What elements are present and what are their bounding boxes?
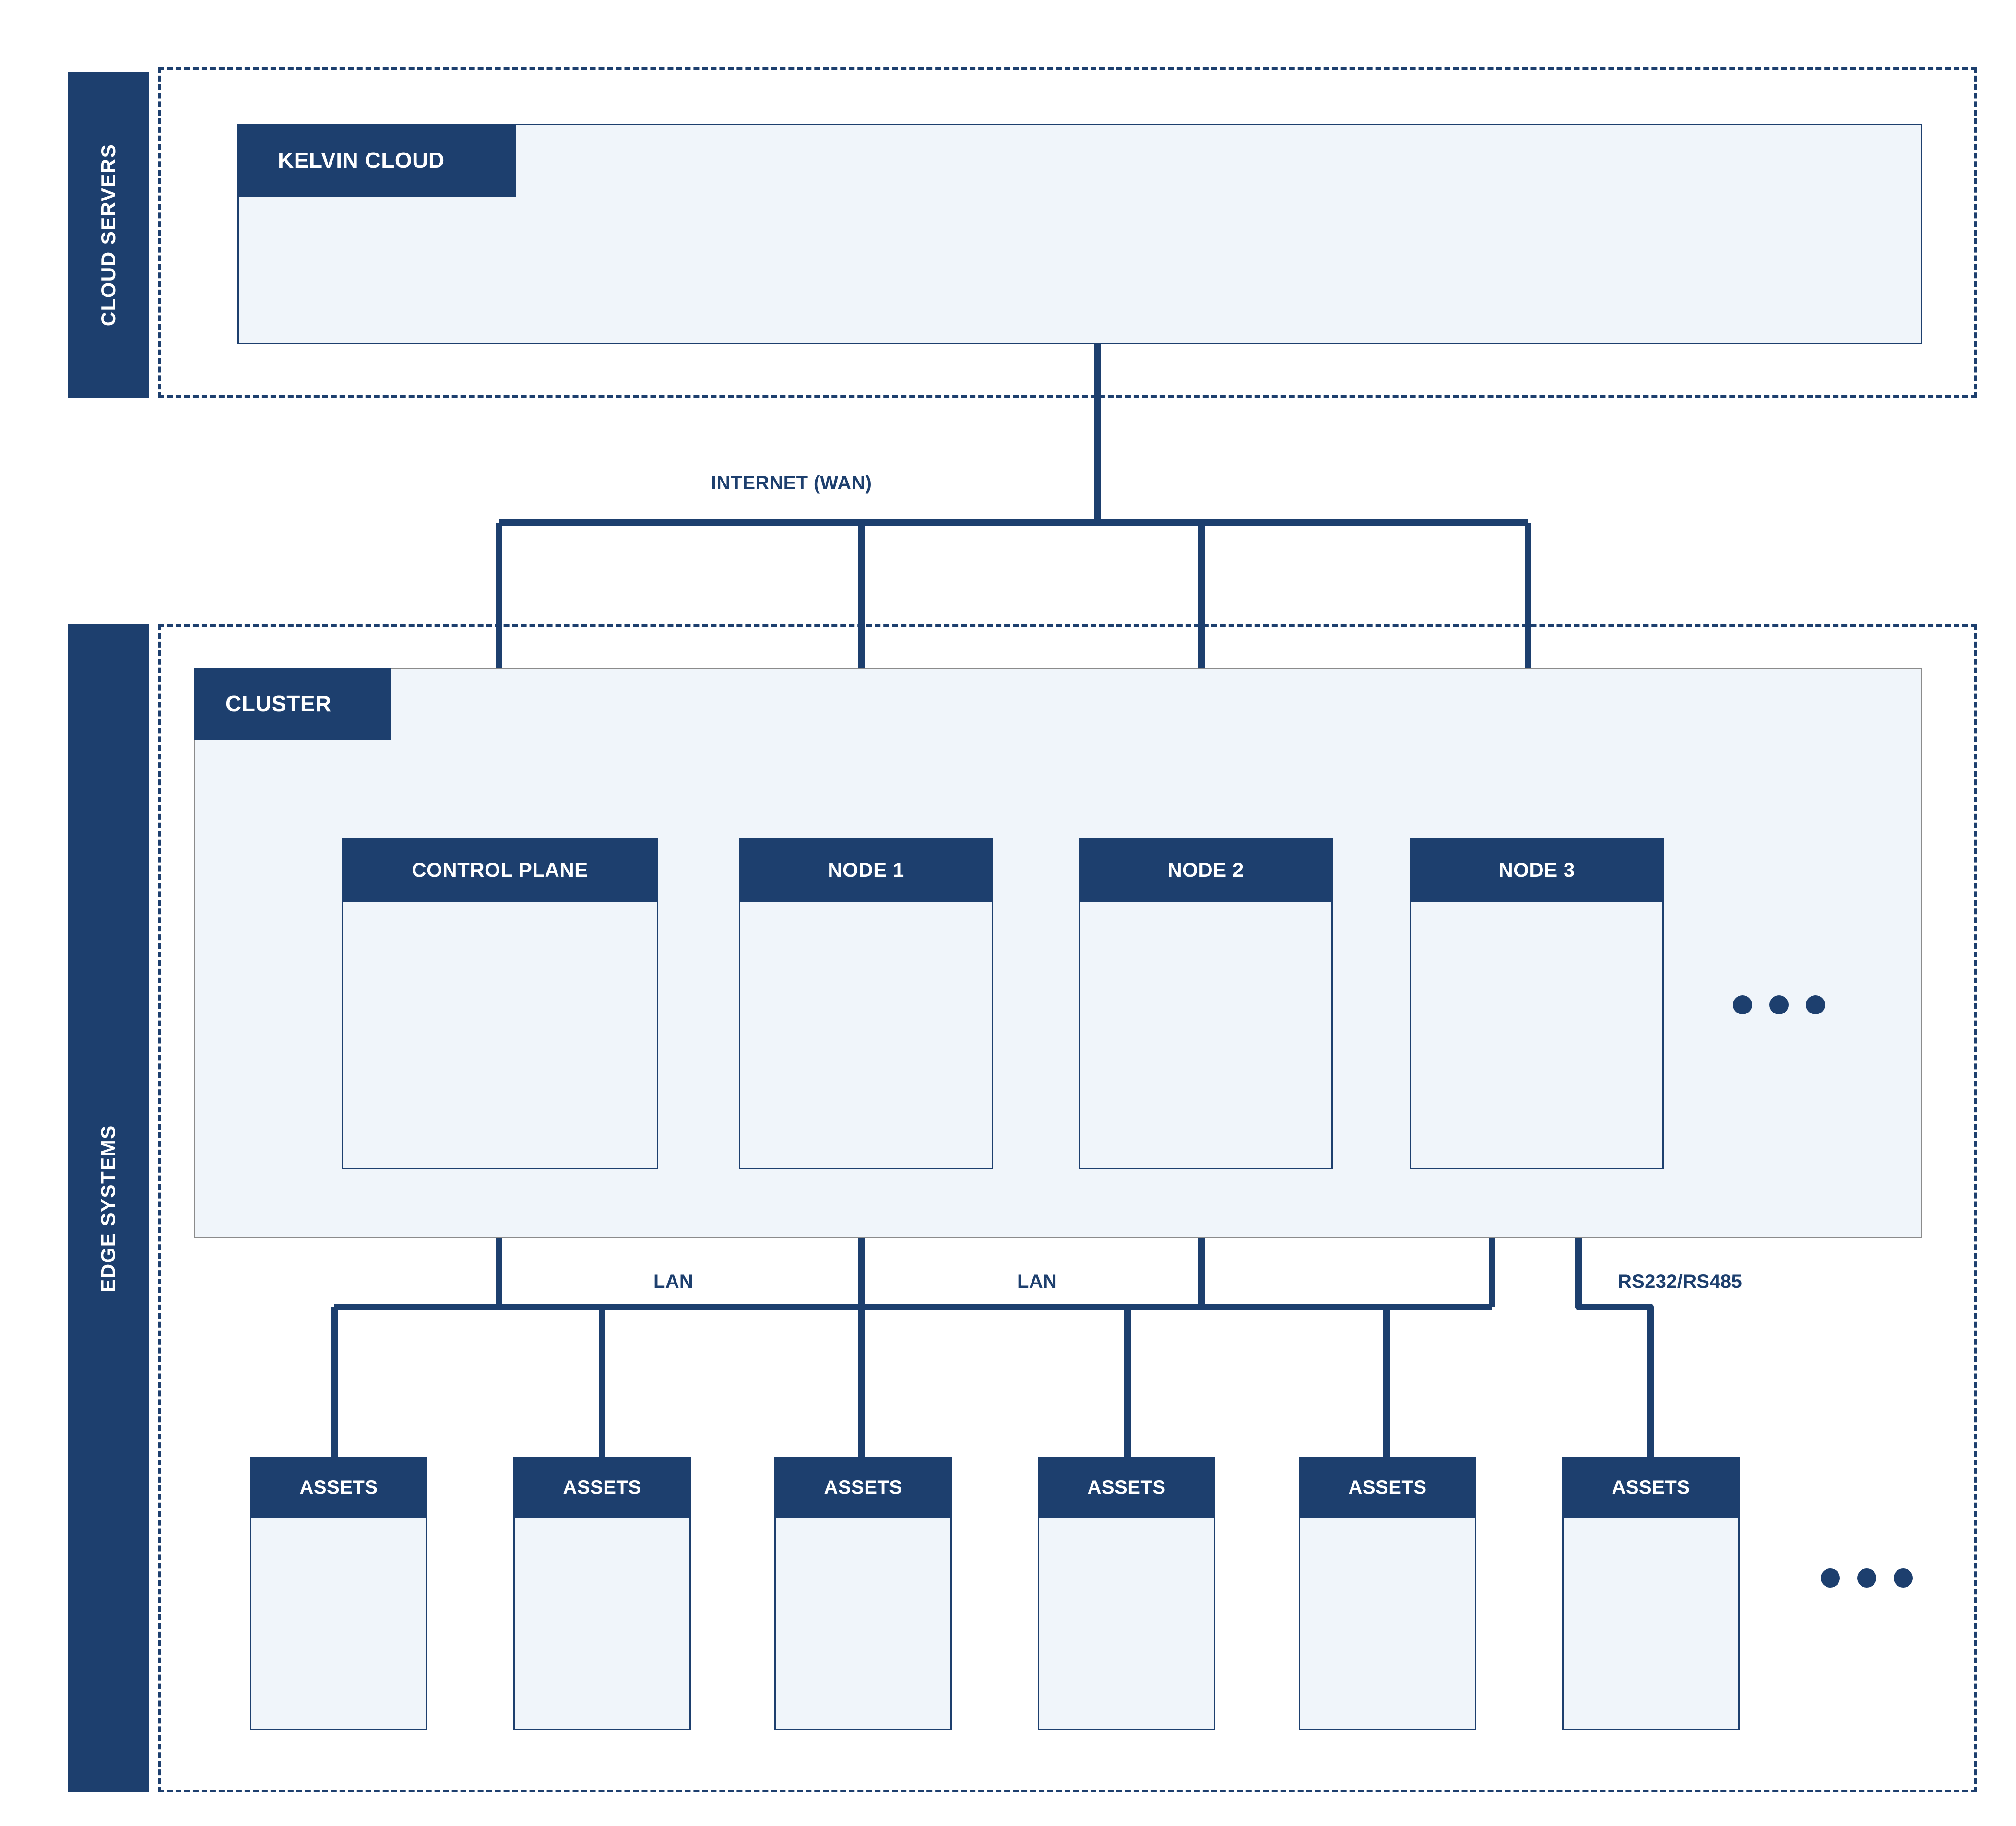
asset-panel-3[interactable]: ASSETS xyxy=(774,1457,952,1730)
asset-panel-6[interactable]: ASSETS xyxy=(1562,1457,1740,1730)
asset-title-5: ASSETS xyxy=(1348,1476,1427,1498)
serial-link-text: RS232/RS485 xyxy=(1618,1271,1743,1292)
asset-title-3: ASSETS xyxy=(824,1476,902,1498)
asset-panel-5[interactable]: ASSETS xyxy=(1299,1457,1476,1730)
zone-edge-systems-text: EDGE SYSTEMS xyxy=(97,1124,119,1293)
assets-overflow-ellipsis-icon xyxy=(1821,1568,1913,1588)
asset-title-1: ASSETS xyxy=(299,1476,378,1498)
kelvin-cloud-panel[interactable]: KELVIN CLOUD xyxy=(237,124,1922,344)
serial-link-label: RS232/RS485 xyxy=(1618,1271,1742,1293)
asset-header-1: ASSETS xyxy=(250,1457,427,1518)
kelvin-cloud-header: KELVIN CLOUD xyxy=(237,124,516,197)
lan-link-text-1: LAN xyxy=(653,1271,694,1292)
node-title-node-2: NODE 2 xyxy=(1167,859,1244,881)
node-panel-node-1[interactable]: NODE 1 xyxy=(739,838,993,1169)
asset-panel-2[interactable]: ASSETS xyxy=(513,1457,691,1730)
zone-cloud-servers-label: CLOUD SERVERS xyxy=(68,72,149,398)
lan-link-text-2: LAN xyxy=(1017,1271,1057,1292)
node-title-control-plane: CONTROL PLANE xyxy=(412,859,588,881)
kelvin-cloud-body xyxy=(237,124,1922,344)
cluster-overflow-ellipsis-icon xyxy=(1733,995,1825,1014)
kelvin-cloud-title: KELVIN CLOUD xyxy=(278,148,445,173)
asset-header-5: ASSETS xyxy=(1299,1457,1476,1518)
asset-title-6: ASSETS xyxy=(1612,1476,1690,1498)
asset-panel-4[interactable]: ASSETS xyxy=(1038,1457,1215,1730)
asset-panel-1[interactable]: ASSETS xyxy=(250,1457,427,1730)
zone-edge-systems-label: EDGE SYSTEMS xyxy=(68,624,149,1792)
cluster-header: CLUSTER xyxy=(194,668,391,740)
asset-header-3: ASSETS xyxy=(774,1457,952,1518)
zone-cloud-servers-frame xyxy=(158,67,1977,398)
node-header-control-plane: CONTROL PLANE xyxy=(342,838,658,902)
lan-link-label-2: LAN xyxy=(1017,1271,1057,1293)
wan-link-text: INTERNET (WAN) xyxy=(711,472,872,494)
zone-cloud-servers-text: CLOUD SERVERS xyxy=(97,143,119,327)
zone-edge-systems-frame xyxy=(158,624,1977,1792)
asset-title-4: ASSETS xyxy=(1087,1476,1166,1498)
node-title-node-3: NODE 3 xyxy=(1498,859,1575,881)
lan-link-label-1: LAN xyxy=(653,1271,693,1293)
asset-title-2: ASSETS xyxy=(563,1476,641,1498)
asset-header-4: ASSETS xyxy=(1038,1457,1215,1518)
cluster-title: CLUSTER xyxy=(225,691,332,716)
node-header-node-1: NODE 1 xyxy=(739,838,993,902)
node-header-node-3: NODE 3 xyxy=(1410,838,1664,902)
node-header-node-2: NODE 2 xyxy=(1079,838,1333,902)
asset-header-2: ASSETS xyxy=(513,1457,691,1518)
asset-header-6: ASSETS xyxy=(1562,1457,1740,1518)
node-panel-control-plane[interactable]: CONTROL PLANE xyxy=(342,838,658,1169)
wan-link-label: INTERNET (WAN) xyxy=(711,472,872,494)
node-panel-node-2[interactable]: NODE 2 xyxy=(1079,838,1333,1169)
node-title-node-1: NODE 1 xyxy=(828,859,904,881)
node-panel-node-3[interactable]: NODE 3 xyxy=(1410,838,1664,1169)
